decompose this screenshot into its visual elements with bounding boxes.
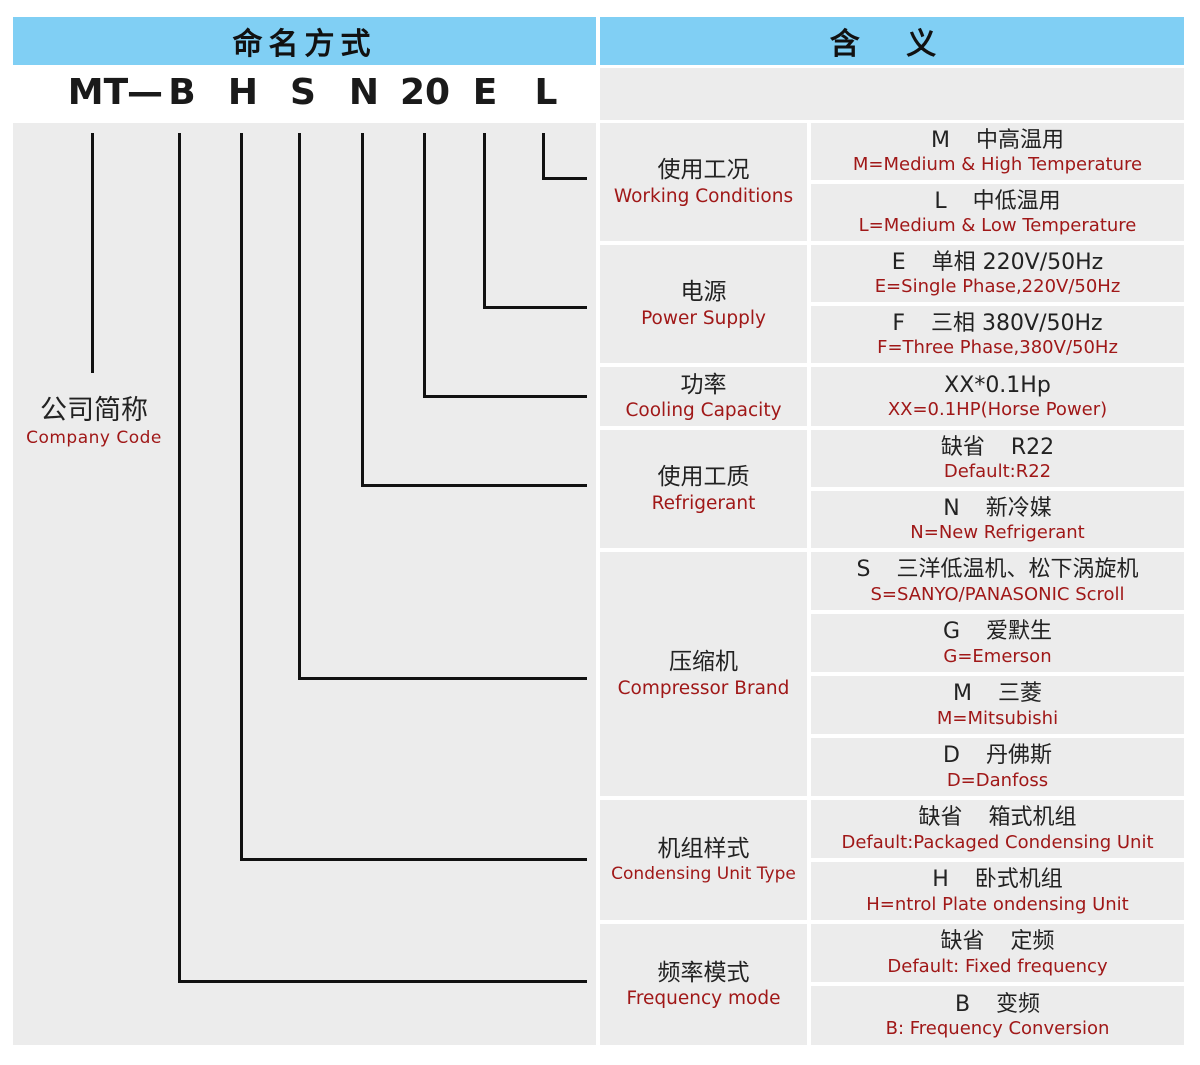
category-frequency-mode: 频率模式 Frequency mode <box>600 924 807 1045</box>
option-en: Default:Packaged Condensing Unit <box>841 831 1154 853</box>
option-default-fixed-frequency: 缺省定频 Default: Fixed frequency <box>811 924 1184 982</box>
option-en: S=SANYO/PANASONIC Scroll <box>870 583 1125 605</box>
option-en: B: Frequency Conversion <box>885 1018 1110 1039</box>
option-en: D=Danfoss <box>946 769 1049 791</box>
option-en: XX=0.1HP(Horse Power) <box>887 399 1108 420</box>
connector-h-horizontal <box>240 858 587 861</box>
connector-e-vertical <box>483 133 486 308</box>
connector-n-vertical <box>361 133 364 487</box>
option-en: M=Medium & High Temperature <box>852 154 1143 175</box>
code-e: E <box>472 72 498 113</box>
company-line <box>91 133 94 373</box>
connector-s-vertical <box>298 133 301 680</box>
category-label-zh: 使用工况 <box>657 157 750 184</box>
connector-l-horizontal <box>542 177 587 180</box>
code-h: H <box>227 72 259 113</box>
category-refrigerant: 使用工质 Refrigerant <box>600 430 807 548</box>
category-label-en: Cooling Capacity <box>625 400 782 422</box>
option-en: N=New Refrigerant <box>910 522 1085 543</box>
option-en: H=ntrol Plate ondensing Unit <box>866 893 1129 915</box>
category-label-zh: 电源 <box>680 279 727 306</box>
company-code-label: 公司简称 Company Code <box>14 394 174 449</box>
option-zh: 缺省箱式机组 <box>918 805 1077 830</box>
category-label-en: Compressor Brand <box>617 677 790 699</box>
option-en: M=Mitsubishi <box>936 707 1059 729</box>
category-label-en: Power Supply <box>641 307 766 329</box>
option-en: Default:R22 <box>943 461 1052 482</box>
code-l: L <box>534 72 558 113</box>
option-en: Default: Fixed frequency <box>887 955 1108 977</box>
header-naming-method: 命名方式 <box>13 17 596 65</box>
code-n: N <box>348 72 380 113</box>
connector-h-vertical <box>240 133 243 861</box>
connector-e-horizontal <box>483 306 587 309</box>
connector-20-horizontal <box>423 395 587 398</box>
connector-b-horizontal <box>178 980 587 983</box>
category-label-en: Refrigerant <box>651 492 756 514</box>
connector-l-vertical <box>542 133 545 179</box>
code-row-right-cell <box>600 68 1184 120</box>
option-en: E=Single Phase,220V/50Hz <box>874 276 1121 297</box>
category-label-en: Working Conditions <box>613 185 794 207</box>
category-cooling-capacity: 功率 Cooling Capacity <box>600 367 807 426</box>
category-condensing-unit-type: 机组样式 Condensing Unit Type <box>600 800 807 920</box>
category-label-zh: 功率 <box>680 371 727 398</box>
code-s: S <box>290 72 316 113</box>
option-capacity-hp: XX*0.1Hp XX=0.1HP(Horse Power) <box>811 367 1184 426</box>
code-dash: — <box>127 72 163 113</box>
category-working-conditions: 使用工况 Working Conditions <box>600 123 807 241</box>
option-en: G=Emerson <box>943 645 1052 667</box>
company-code-zh: 公司简称 <box>40 395 148 426</box>
connector-n-horizontal <box>361 484 587 487</box>
category-label-zh: 机组样式 <box>657 836 750 862</box>
category-label-en: Condensing Unit Type <box>611 863 796 884</box>
category-label-zh: 频率模式 <box>657 959 750 986</box>
diagram-panel <box>13 123 596 1045</box>
header-meaning: 含 义 <box>600 17 1184 65</box>
category-label-zh: 压缩机 <box>669 649 738 676</box>
connector-s-horizontal <box>298 677 587 680</box>
connector-b-vertical <box>178 133 181 983</box>
option-zh: 缺省定频 <box>940 929 1055 954</box>
option-en: L=Medium & Low Temperature <box>858 215 1137 236</box>
code-20: 20 <box>399 72 451 113</box>
option-zh: XX*0.1Hp <box>944 372 1051 398</box>
option-default-packaged: 缺省箱式机组 Default:Packaged Condensing Unit <box>811 800 1184 858</box>
company-code-en: Company Code <box>26 427 162 448</box>
code-b: B <box>168 72 196 113</box>
category-label-zh: 使用工质 <box>657 464 750 491</box>
category-compressor-brand: 压缩机 Compressor Brand <box>600 552 807 796</box>
code-mt: MT <box>67 72 129 113</box>
connector-20-vertical <box>423 133 426 398</box>
category-power-supply: 电源 Power Supply <box>600 245 807 363</box>
category-label-en: Frequency mode <box>626 988 781 1010</box>
option-en: F=Three Phase,380V/50Hz <box>877 337 1118 358</box>
